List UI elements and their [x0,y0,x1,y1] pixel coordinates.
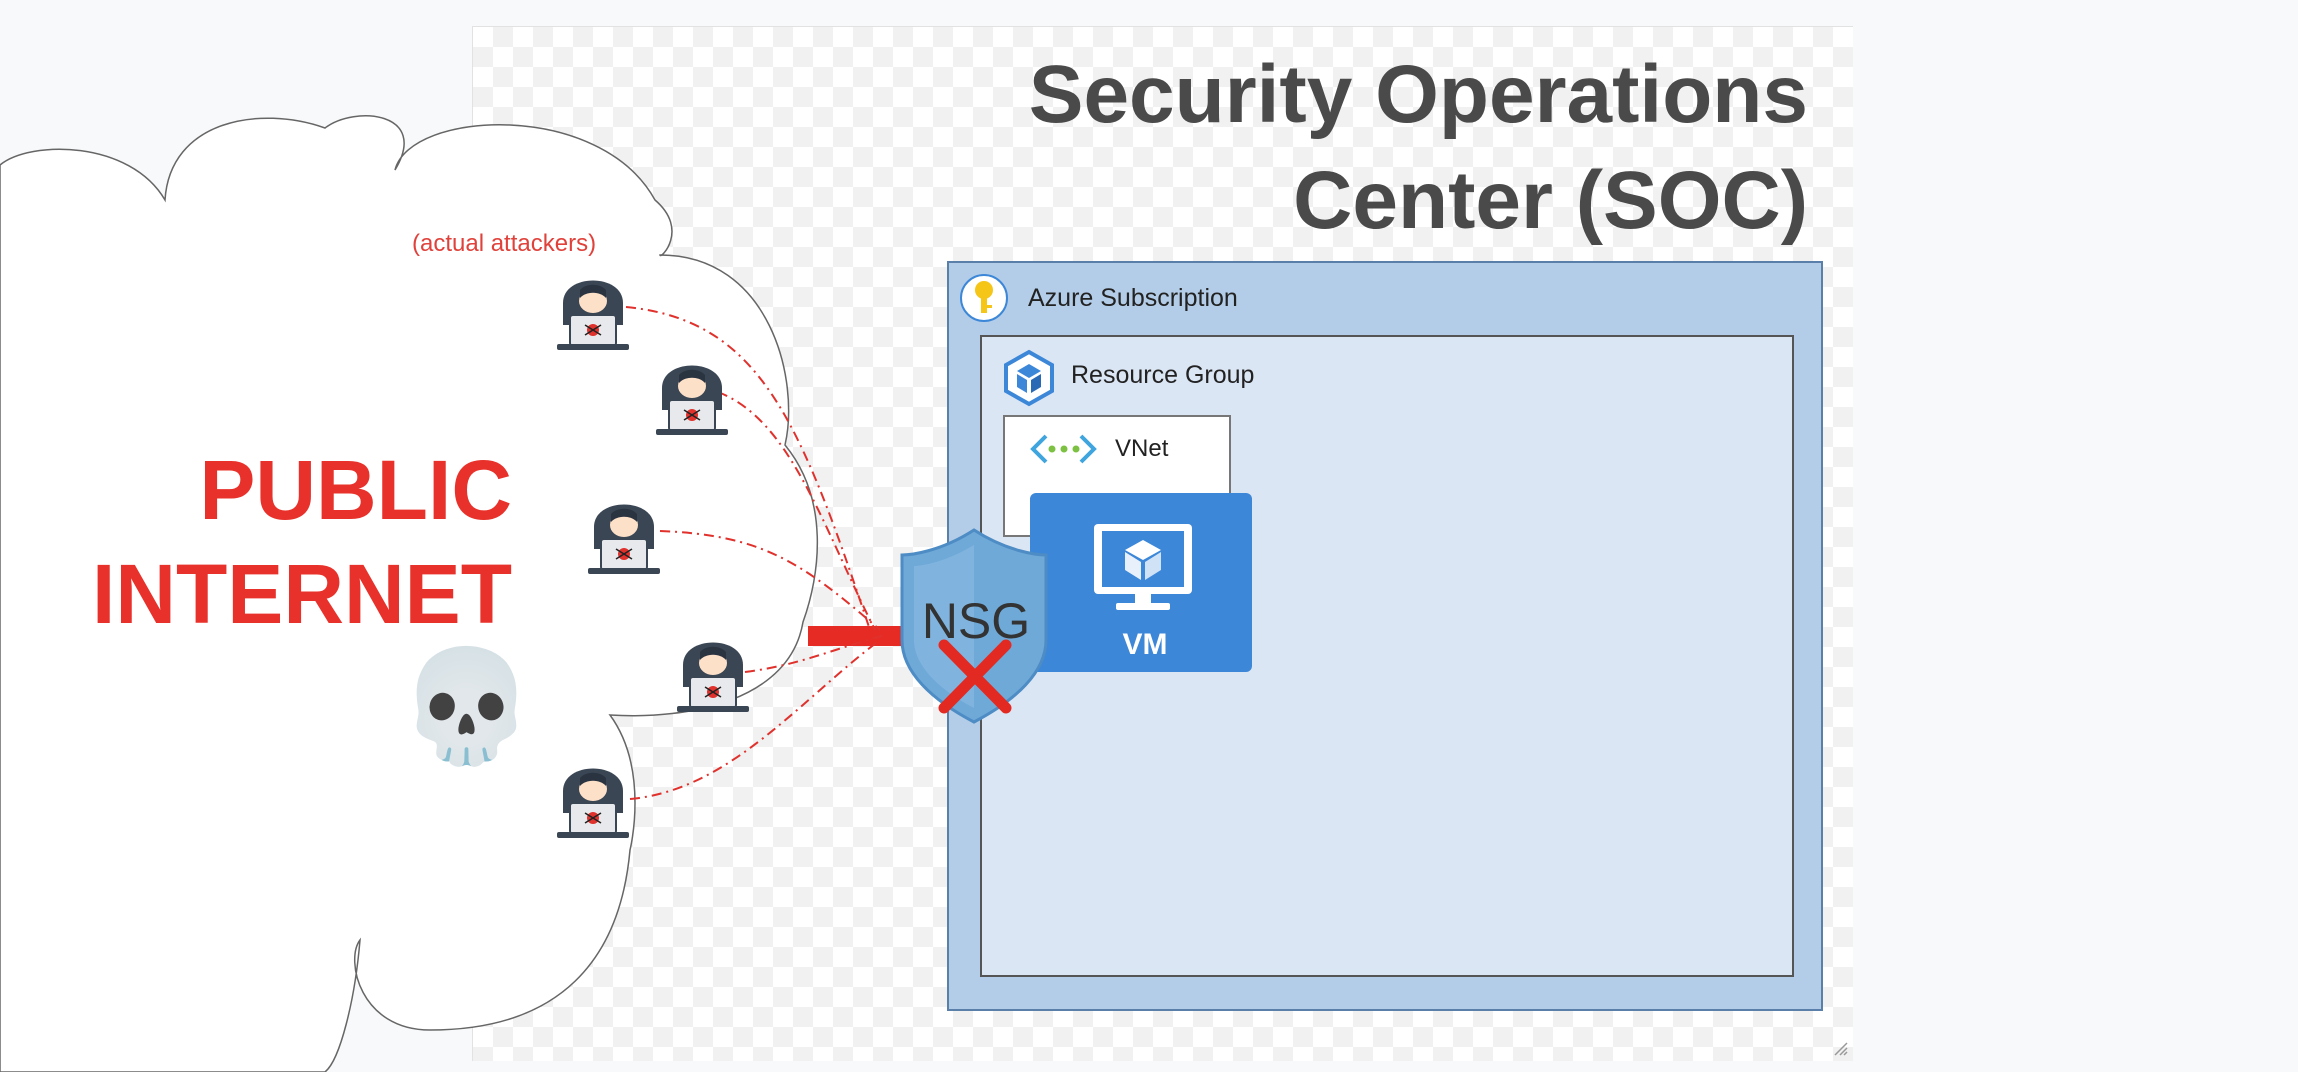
vnet-icon [1030,434,1097,464]
attacker-icon [656,365,728,435]
title-line-1: Security Operations [1028,49,1808,140]
attackers-note: (actual attackers) [412,230,597,257]
attacker-icon [588,504,660,574]
key-icon [960,274,1008,322]
public-internet-label: PUBLIC INTERNET [60,438,512,646]
vm-monitor-icon [1094,524,1192,610]
resize-handle[interactable] [1832,1040,1848,1056]
nsg-label: NSG [921,593,1031,649]
resource-group-label: Resource Group [1071,361,1255,389]
connection-bar [808,626,908,646]
vm-label: VM [1122,628,1168,661]
attack-paths [625,306,886,800]
nsg-shield-icon [900,528,1048,724]
attacker-icon [677,642,749,712]
attacker-icon [557,768,629,838]
internet-line-2: INTERNET [92,547,512,641]
internet-line-1: PUBLIC [199,443,512,537]
blocked-x-icon [938,639,1012,714]
azure-subscription-label: Azure Subscription [1028,284,1238,312]
resource-group-icon [1004,349,1054,407]
skull-icon: 💀 [398,645,535,768]
diagram-title: Security Operations Center (SOC) [908,42,1808,254]
attacker-icon [557,280,629,350]
vnet-label: VNet [1115,435,1169,462]
title-line-2: Center (SOC) [1293,155,1808,246]
